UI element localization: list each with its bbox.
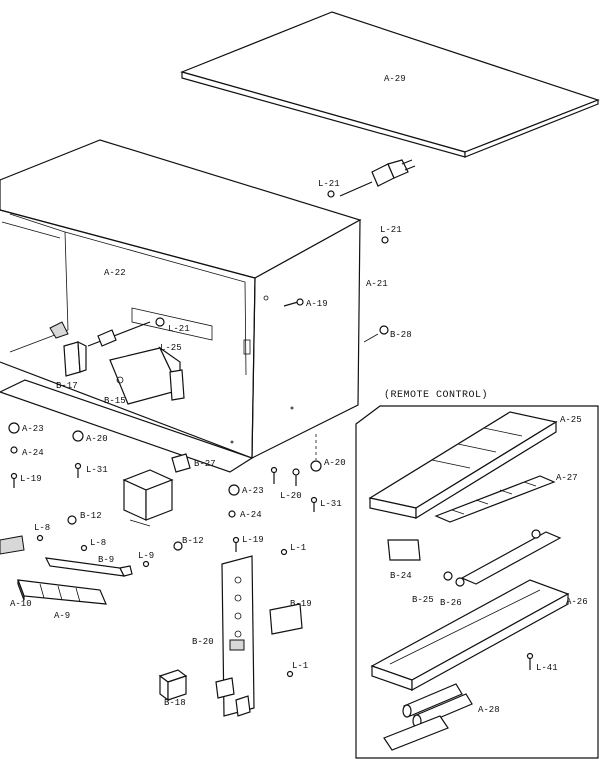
remote-batteries	[402, 683, 473, 728]
top-cover-panel	[180, 11, 600, 158]
front-panel-a9	[17, 579, 107, 605]
label-l1-top: L-1	[290, 543, 306, 553]
label-b12-left: B-12	[80, 511, 102, 521]
label-a20-left: A-20	[86, 434, 108, 444]
label-l31-right: L-31	[320, 499, 342, 509]
part-b28	[379, 325, 389, 335]
part-a24-left	[10, 446, 18, 454]
label-l1-bottom: L-1	[292, 661, 308, 671]
label-a10: A-10	[10, 599, 32, 609]
label-a23-right: A-23	[242, 486, 264, 496]
part-left-edge	[0, 535, 25, 555]
label-l20: L-20	[280, 491, 302, 501]
label-l8-a: L-8	[34, 523, 50, 533]
part-a20-left	[72, 430, 84, 442]
remote-battery-cover	[383, 715, 449, 751]
label-a27: A-27	[556, 473, 578, 483]
bracket-center	[122, 469, 174, 527]
label-b26: B-26	[440, 598, 462, 608]
label-l21-right: L-21	[380, 225, 402, 235]
label-a9: A-9	[54, 611, 70, 621]
label-b12-right: B-12	[182, 536, 204, 546]
label-a21: A-21	[366, 279, 388, 289]
label-b28: B-28	[390, 330, 412, 340]
label-l8-b: L-8	[90, 538, 106, 548]
part-a23-left	[8, 422, 20, 434]
label-a25: A-25	[560, 415, 582, 425]
label-a20-right: A-20	[324, 458, 346, 468]
remote-control-inset	[355, 405, 599, 759]
screw-icon	[381, 236, 389, 244]
label-b19: B-19	[290, 599, 312, 609]
label-a24-right: A-24	[240, 510, 262, 520]
pcb-board	[215, 555, 255, 717]
label-l21-mid: L-21	[168, 324, 190, 334]
part-a24-right	[228, 510, 236, 518]
label-b25: B-25	[412, 595, 434, 605]
label-a22: A-22	[104, 268, 126, 278]
remote-circuit-board	[460, 531, 562, 585]
label-l21-top: L-21	[318, 179, 340, 189]
label-l19-right: L-19	[242, 535, 264, 545]
remote-keypad	[434, 475, 556, 523]
label-b18: B-18	[164, 698, 186, 708]
label-b27: B-27	[194, 459, 216, 469]
remote-bracket-b24	[387, 539, 421, 561]
label-b9: B-9	[98, 555, 114, 565]
label-b15: B-15	[104, 396, 126, 406]
screw-a19	[263, 295, 304, 307]
label-b24: B-24	[390, 571, 412, 581]
module-b15	[109, 346, 185, 405]
remote-top-case	[368, 411, 558, 520]
remote-control-title: (REMOTE CONTROL)	[384, 389, 488, 401]
part-b18	[158, 669, 188, 702]
bracket-b17	[63, 340, 87, 377]
label-a26: A-26	[566, 597, 588, 607]
part-a23-right	[228, 484, 240, 496]
label-b17: B-17	[56, 381, 78, 391]
label-l9: L-9	[138, 551, 154, 561]
label-a29: A-29	[384, 74, 406, 84]
shaft-assembly	[49, 317, 165, 347]
screw-icon	[327, 190, 335, 198]
label-a23-left: A-23	[22, 424, 44, 434]
power-plug	[339, 159, 416, 197]
label-l31-left: L-31	[86, 465, 108, 475]
label-a24-left: A-24	[22, 448, 44, 458]
label-b20: B-20	[192, 637, 214, 647]
part-a20-right	[310, 460, 322, 472]
label-l19-left: L-19	[20, 474, 42, 484]
label-l41: L-41	[536, 663, 558, 673]
clip-b27	[171, 453, 191, 473]
remote-bottom-case	[370, 579, 570, 692]
part-b19	[269, 603, 303, 635]
label-a28: A-28	[478, 705, 500, 715]
label-l25: L-25	[160, 343, 182, 353]
label-a19: A-19	[306, 299, 328, 309]
